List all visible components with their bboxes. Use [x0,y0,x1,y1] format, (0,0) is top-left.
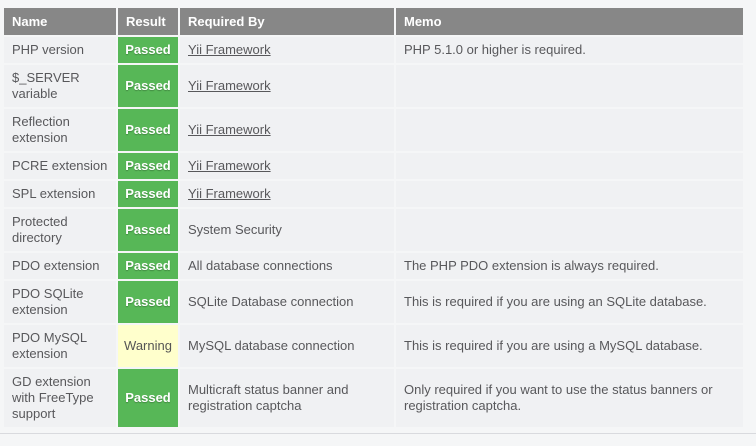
result-status-badge: Warning [118,325,178,367]
result-status-badge: Passed [118,37,178,63]
memo-cell [396,65,743,107]
required-by-cell: Multicraft status banner and registratio… [180,369,394,427]
result-status-badge: Passed [118,281,178,323]
column-header-memo: Memo [396,8,743,35]
memo-cell: PHP 5.1.0 or higher is required. [396,37,743,63]
name-cell: Reflection extension [4,109,116,151]
required-by-cell: All database connections [180,253,394,279]
table-row: PDO MySQL extension Warning MySQL databa… [4,325,743,367]
memo-cell [396,181,743,207]
required-by-cell: Yii Framework [180,109,394,151]
table-row: PDO extension Passed All database connec… [4,253,743,279]
result-status-badge: Passed [118,109,178,151]
required-by-link[interactable]: Yii Framework [188,42,271,57]
result-status-badge: Passed [118,65,178,107]
result-status-badge: Passed [118,181,178,207]
required-by-text: MySQL database connection [188,338,355,353]
required-by-text: System Security [188,222,282,237]
required-by-cell: MySQL database connection [180,325,394,367]
required-by-link[interactable]: Yii Framework [188,186,271,201]
memo-cell: This is required if you are using an SQL… [396,281,743,323]
table-header-row: Name Result Required By Memo [4,8,743,35]
table-row: SPL extension Passed Yii Framework [4,181,743,207]
table-row: GD extension with FreeType support Passe… [4,369,743,427]
result-status-badge: Passed [118,253,178,279]
required-by-cell: Yii Framework [180,37,394,63]
required-by-cell: Yii Framework [180,65,394,107]
required-by-text: Multicraft status banner and registratio… [188,382,349,413]
result-status-badge: Passed [118,369,178,427]
result-status-badge: Passed [118,153,178,179]
column-header-result: Result [118,8,178,35]
table-row: PHP version Passed Yii Framework PHP 5.1… [4,37,743,63]
table-row: Reflection extension Passed Yii Framewor… [4,109,743,151]
required-by-link[interactable]: Yii Framework [188,158,271,173]
memo-cell: The PHP PDO extension is always required… [396,253,743,279]
memo-cell: Only required if you want to use the sta… [396,369,743,427]
column-header-name: Name [4,8,116,35]
required-by-link[interactable]: Yii Framework [188,78,271,93]
name-cell: PDO SQLite extension [4,281,116,323]
name-cell: Protected directory [4,209,116,251]
table-row: Protected directory Passed System Securi… [4,209,743,251]
table-row: PDO SQLite extension Passed SQLite Datab… [4,281,743,323]
column-header-required-by: Required By [180,8,394,35]
requirements-table: Name Result Required By Memo PHP version… [2,6,745,429]
memo-cell [396,109,743,151]
name-cell: PCRE extension [4,153,116,179]
table-row: PCRE extension Passed Yii Framework [4,153,743,179]
required-by-cell: SQLite Database connection [180,281,394,323]
name-cell: PDO extension [4,253,116,279]
memo-cell: This is required if you are using a MySQ… [396,325,743,367]
result-status-badge: Passed [118,209,178,251]
table-row: $_SERVER variable Passed Yii Framework [4,65,743,107]
name-cell: PHP version [4,37,116,63]
memo-cell [396,209,743,251]
bottom-divider [0,433,756,434]
required-by-text: All database connections [188,258,333,273]
required-by-link[interactable]: Yii Framework [188,122,271,137]
name-cell: GD extension with FreeType support [4,369,116,427]
memo-cell [396,153,743,179]
required-by-cell: Yii Framework [180,181,394,207]
required-by-text: SQLite Database connection [188,294,354,309]
name-cell: $_SERVER variable [4,65,116,107]
required-by-cell: Yii Framework [180,153,394,179]
required-by-cell: System Security [180,209,394,251]
name-cell: SPL extension [4,181,116,207]
name-cell: PDO MySQL extension [4,325,116,367]
